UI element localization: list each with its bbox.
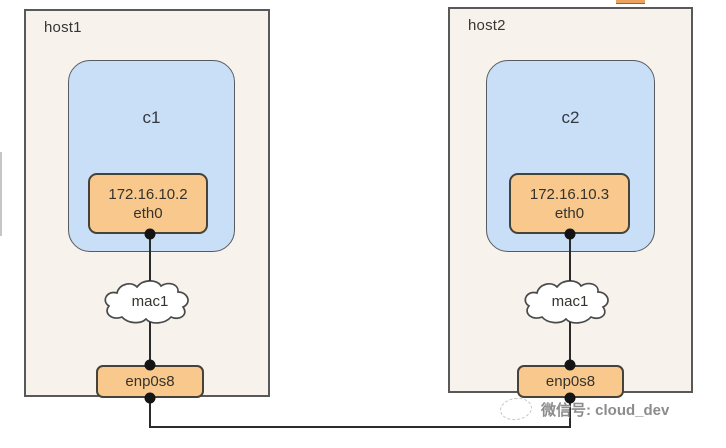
c1-eth0-name: eth0 [133, 204, 163, 222]
host1-nic-box: enp0s8 [96, 365, 204, 398]
watermark-text: 微信号: cloud_dev [541, 401, 670, 419]
host2-nic-box: enp0s8 [517, 365, 624, 398]
host1-label: host1 [44, 19, 82, 36]
host1-nic-label: enp0s8 [125, 373, 175, 390]
c1-eth0-ip: 172.16.10.2 [108, 185, 188, 203]
host2-nic-label: enp0s8 [545, 373, 596, 390]
watermark-logo-icon [498, 395, 534, 423]
cropped-box-fragment [616, 0, 645, 4]
c1-eth0-box: 172.16.10.2 eth0 [88, 173, 208, 234]
host2-bridge-label: mac1 [551, 293, 589, 310]
host2-label: host2 [468, 17, 506, 34]
watermark: 微信号: cloud_dev [498, 395, 670, 423]
c2-eth0-ip: 172.16.10.3 [529, 185, 610, 203]
c2-eth0-box: 172.16.10.3 eth0 [509, 173, 630, 234]
c2-eth0-name: eth0 [554, 204, 585, 222]
cropped-edge-fragment [0, 152, 2, 236]
container-c1-label: c1 [142, 108, 161, 127]
host1-bridge-label: mac1 [131, 293, 169, 310]
container-c2-label: c2 [561, 108, 580, 127]
